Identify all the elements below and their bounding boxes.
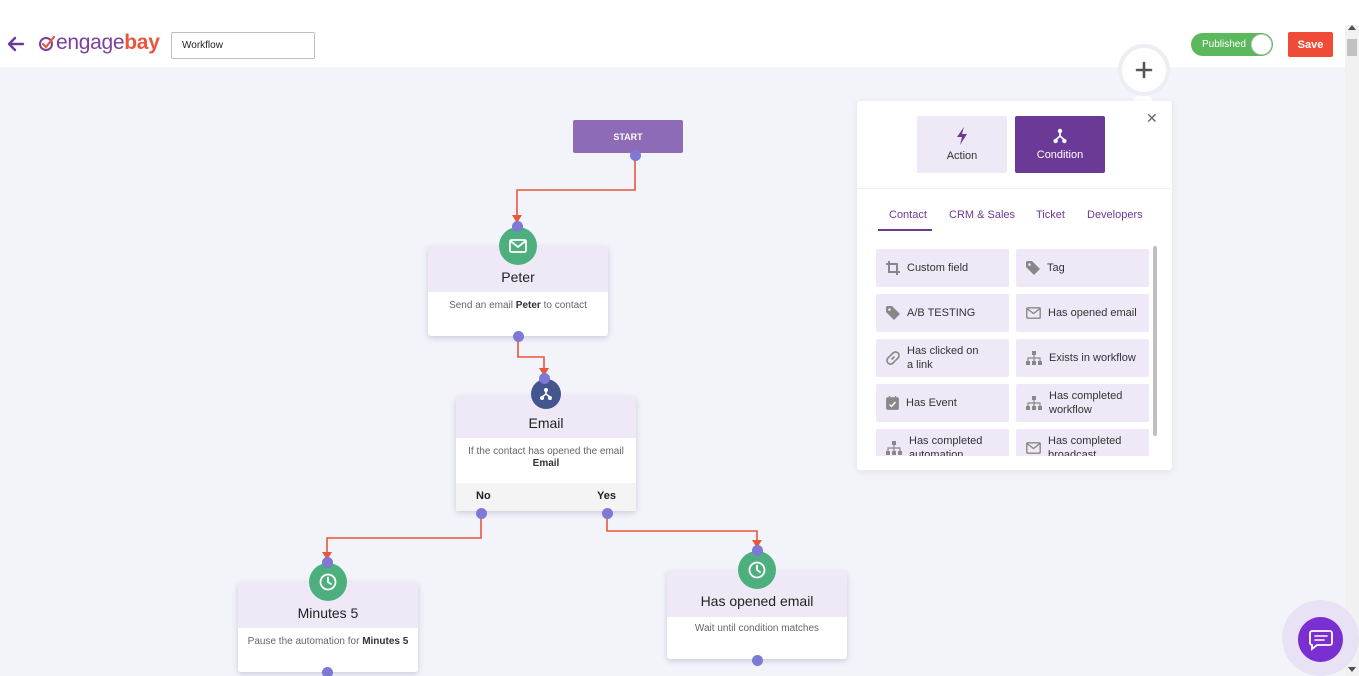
send-email-node-description: Send an email Peter to contact xyxy=(449,300,587,311)
opened-email-input-port[interactable] xyxy=(752,545,763,556)
page-scrollbar[interactable] xyxy=(1345,25,1359,676)
published-toggle-label: Published xyxy=(1202,39,1246,50)
condition-type-button[interactable]: Condition xyxy=(1015,116,1105,173)
scroll-thumb[interactable] xyxy=(1347,39,1357,56)
condition-item-tag[interactable]: Tag xyxy=(1016,249,1149,287)
condition-item-custom-field[interactable]: Custom field xyxy=(876,249,1009,287)
sitemap-icon xyxy=(1026,396,1042,410)
condition-input-port[interactable] xyxy=(539,373,550,384)
wait-node-description: Pause the automation for Minutes 5 xyxy=(247,636,409,647)
workflow-name-input[interactable] xyxy=(171,32,315,59)
toggle-knob xyxy=(1251,34,1272,55)
condition-yes-port[interactable] xyxy=(602,508,613,519)
branch-icon xyxy=(1053,128,1067,144)
scroll-down-arrow-icon[interactable] xyxy=(1348,667,1356,672)
action-type-button[interactable]: Action xyxy=(917,116,1007,173)
condition-item-has-clicked-link[interactable]: Has clicked on a link xyxy=(876,339,1009,377)
chat-widget-button[interactable] xyxy=(1298,617,1343,662)
bolt-icon xyxy=(957,127,967,145)
engagebay-logo[interactable]: engagebay xyxy=(38,30,160,56)
tab-contact[interactable]: Contact xyxy=(889,209,927,221)
condition-item-has-event[interactable]: Has Event xyxy=(876,384,1009,422)
opened-email-node-description: Wait until condition matches xyxy=(694,623,820,634)
branch-no-label: No xyxy=(476,490,491,502)
condition-node[interactable]: Email If the contact has opened the emai… xyxy=(456,396,636,511)
condition-item-has-opened-email[interactable]: Has opened email xyxy=(1016,294,1149,332)
condition-item-has-completed-workflow[interactable]: Has completed workflow xyxy=(1016,384,1149,422)
logo-mark-icon xyxy=(39,35,56,51)
envelope-icon xyxy=(1026,442,1041,454)
crop-icon xyxy=(886,261,900,275)
clock-icon xyxy=(309,563,347,601)
chat-icon xyxy=(1308,629,1333,651)
condition-branch-row: No Yes xyxy=(456,483,636,511)
branch-icon xyxy=(531,379,561,409)
condition-no-port[interactable] xyxy=(476,508,487,519)
top-header: engagebay Published Save xyxy=(0,0,1345,67)
sitemap-icon xyxy=(886,441,902,455)
condition-item-has-completed-automation[interactable]: Has completed automation xyxy=(876,429,1009,456)
envelope-icon xyxy=(499,227,537,265)
sitemap-icon xyxy=(1026,351,1042,365)
add-step-button[interactable] xyxy=(1118,44,1170,96)
wait-node-title: Minutes 5 xyxy=(238,582,418,628)
condition-type-label: Condition xyxy=(1036,149,1084,161)
send-email-output-port[interactable] xyxy=(513,331,524,342)
tag-icon xyxy=(1026,261,1040,275)
save-button[interactable]: Save xyxy=(1288,32,1333,57)
action-type-label: Action xyxy=(946,150,978,162)
branch-yes-label: Yes xyxy=(597,490,616,502)
send-email-input-port[interactable] xyxy=(512,221,523,232)
panel-scrollbar[interactable] xyxy=(1153,246,1157,436)
logo-text-bay: bay xyxy=(124,31,160,54)
condition-item-has-completed-broadcast[interactable]: Has completed broadcast xyxy=(1016,429,1149,456)
published-toggle[interactable]: Published xyxy=(1191,33,1273,56)
calendar-check-icon xyxy=(886,396,899,410)
condition-list[interactable]: Custom field Tag A/B TESTING Has opened … xyxy=(876,249,1150,456)
envelope-icon xyxy=(1026,307,1041,319)
plus-icon xyxy=(1135,61,1153,79)
condition-item-exists-in-workflow[interactable]: Exists in workflow xyxy=(1016,339,1149,377)
tab-ticket[interactable]: Ticket xyxy=(1036,209,1065,221)
close-icon[interactable]: ✕ xyxy=(1146,110,1158,126)
logo-text-engage: engage xyxy=(56,31,125,54)
start-output-port[interactable] xyxy=(630,150,641,161)
add-step-panel: ✕ Action Condition Contact CRM & Sales T… xyxy=(857,101,1172,470)
clock-icon xyxy=(738,551,776,589)
tab-crm-sales[interactable]: CRM & Sales xyxy=(949,209,1016,221)
condition-item-ab-testing[interactable]: A/B TESTING xyxy=(876,294,1009,332)
start-node[interactable]: START xyxy=(573,120,683,153)
wait-output-port[interactable] xyxy=(322,667,333,676)
tab-developers[interactable]: Developers xyxy=(1087,209,1143,221)
scroll-up-arrow-icon[interactable] xyxy=(1348,25,1356,30)
panel-divider xyxy=(857,188,1172,189)
wait-input-port[interactable] xyxy=(322,557,333,568)
tag-icon xyxy=(886,306,900,320)
back-arrow-icon[interactable] xyxy=(6,34,26,54)
opened-email-output-port[interactable] xyxy=(752,655,763,666)
tab-active-indicator xyxy=(878,229,932,231)
link-icon xyxy=(886,351,900,365)
